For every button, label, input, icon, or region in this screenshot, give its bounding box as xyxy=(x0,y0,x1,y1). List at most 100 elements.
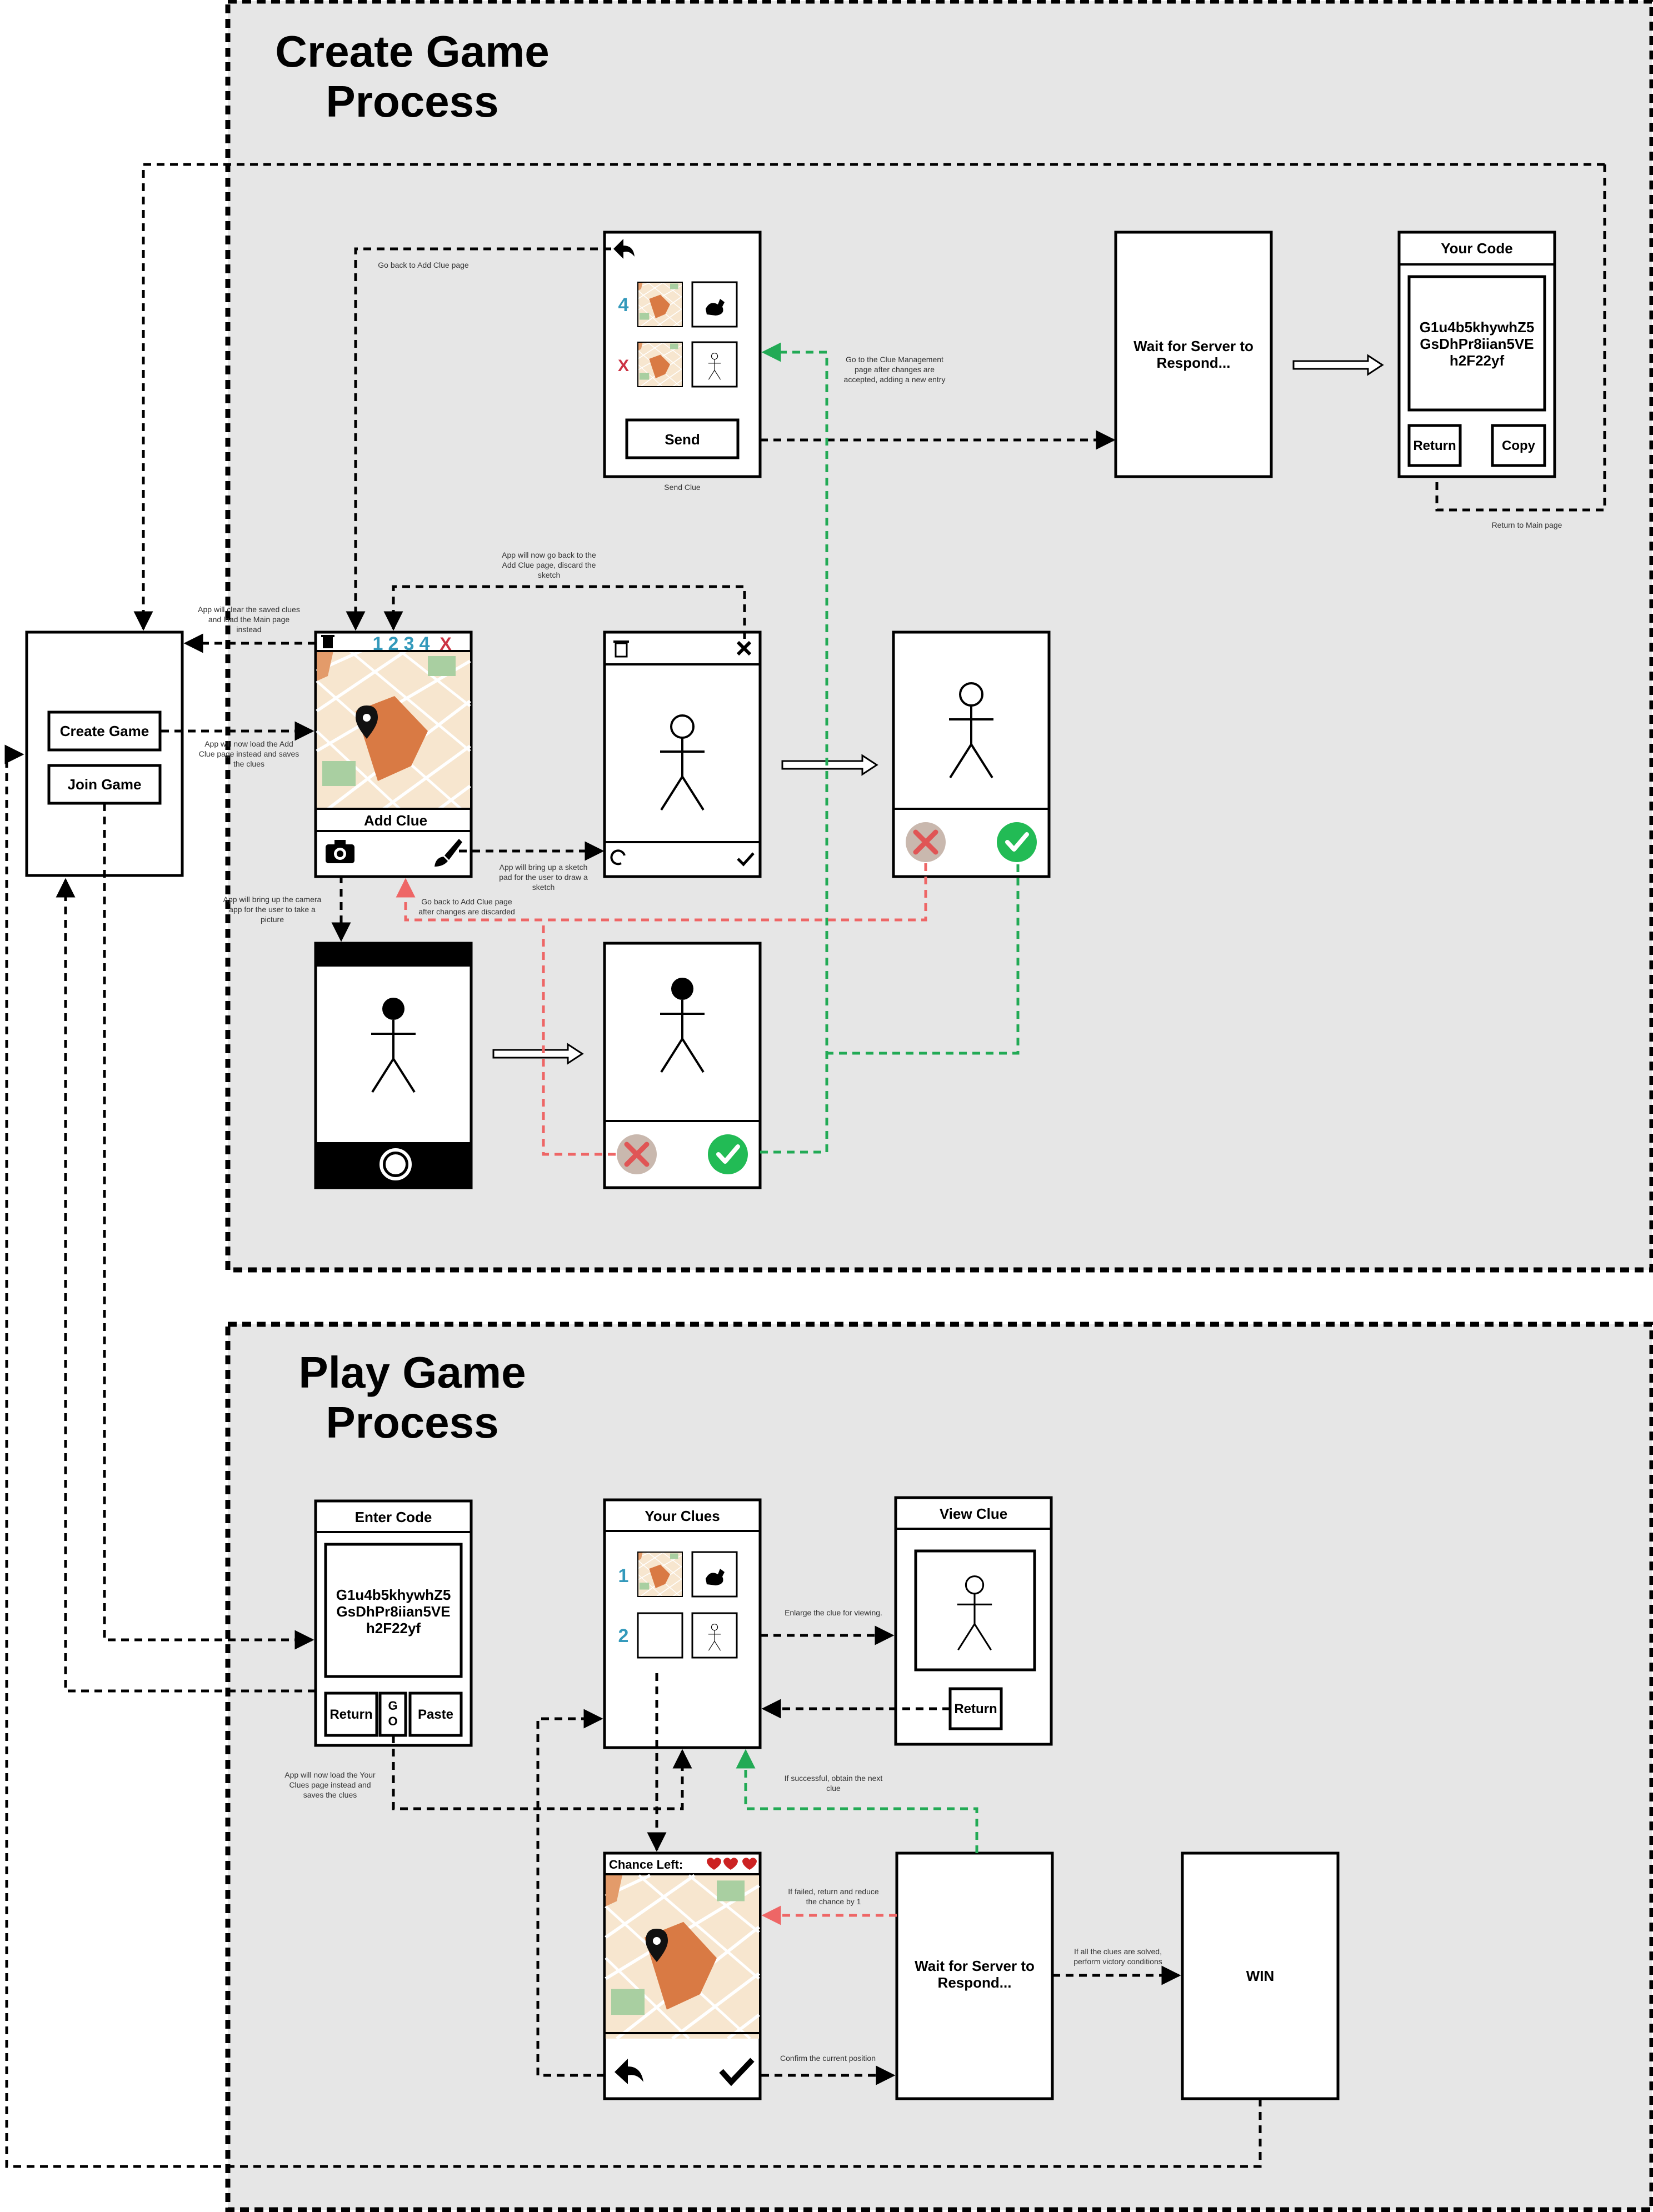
code-display xyxy=(1407,275,1546,412)
map-image[interactable] xyxy=(317,651,470,809)
note-go-back-add-clue: Go back to Add Clue page xyxy=(378,261,469,269)
note-clear-clues: App will clear the saved clues xyxy=(198,605,300,614)
your-code-screen: Your Code G1u4b5khywhZ5 GsDhPr8iian5VE h… xyxy=(1397,231,1556,478)
wait-server-screen-create: Wait for Server to Respond... xyxy=(1114,231,1273,478)
duck-icon xyxy=(706,1569,725,1585)
connector-win-to-main xyxy=(4,744,1262,2168)
connector-enter-return xyxy=(56,878,316,1693)
note-next-clue: clue xyxy=(826,1784,841,1793)
code-line1: G1u4b5khywhZ5 xyxy=(1420,319,1535,336)
note-load-add-clue: the clues xyxy=(233,759,264,768)
note-discarded: after changes are discarded xyxy=(418,907,515,916)
connector-to-main xyxy=(133,163,1605,631)
note-load-your-clues: saves the clues xyxy=(303,1790,357,1799)
connector-reject-sketch xyxy=(396,863,927,922)
note-discard-sketch: Add Clue page, discard the xyxy=(502,560,596,569)
note-sketch-pad: App will bring up a sketch xyxy=(500,863,588,872)
send-clue-caption: Send Clue xyxy=(664,483,701,492)
map-image[interactable] xyxy=(606,1875,759,2039)
wait-text-line1: Wait for Server to xyxy=(1133,338,1254,354)
return-button-label: Return xyxy=(954,1701,997,1716)
reject-icon[interactable] xyxy=(906,822,946,862)
close-icon[interactable] xyxy=(736,640,752,656)
camera-screen xyxy=(314,942,473,1189)
note-discard-sketch: sketch xyxy=(538,570,560,579)
accept-icon[interactable] xyxy=(708,1134,748,1174)
send-button[interactable] xyxy=(625,418,740,459)
go-button-label-o: O xyxy=(388,1714,397,1728)
connector-success xyxy=(736,1749,978,1853)
code-line2: GsDhPr8iian5VE xyxy=(1420,336,1534,352)
heart-icon xyxy=(723,1858,738,1870)
clue-sketch-thumbnail-2[interactable] xyxy=(691,1612,738,1659)
create-title-line2: Process xyxy=(326,77,498,126)
clue-sketch-thumbnail[interactable] xyxy=(691,1551,738,1598)
clue-map-thumbnail-2 xyxy=(637,342,683,387)
note-camera: App will bring up the camera xyxy=(223,895,322,904)
return-button-label: Return xyxy=(1413,438,1456,453)
shutter-button[interactable] xyxy=(379,1148,412,1180)
note-sketch-pad: pad for the user to draw a xyxy=(499,873,588,882)
paste-button[interactable] xyxy=(408,1691,463,1737)
note-load-add-clue: Clue page instead and saves xyxy=(199,749,299,758)
note-clue-mgmt: page after changes are xyxy=(855,365,935,374)
return-button[interactable] xyxy=(1407,424,1462,467)
clue-row1-number: 4 xyxy=(618,294,629,316)
note-enlarge: Enlarge the clue for viewing. xyxy=(785,1608,882,1617)
duck-icon xyxy=(706,299,725,316)
clue-row2-mark: X xyxy=(618,357,629,375)
note-load-your-clues: Clues page instead and xyxy=(289,1780,371,1789)
note-next-clue: If successful, obtain the next xyxy=(785,1774,883,1783)
back-arrow-icon[interactable] xyxy=(613,239,635,259)
note-camera: picture xyxy=(261,915,284,924)
wait-text-line1: Wait for Server to xyxy=(915,1958,1035,1974)
trash-icon[interactable] xyxy=(321,635,334,648)
clue-number-3[interactable]: 3 xyxy=(404,633,415,654)
sketch-pad-screen xyxy=(603,630,762,878)
back-arrow-icon[interactable] xyxy=(615,2059,643,2084)
go-button-label-g: G xyxy=(388,1699,397,1713)
enter-code-line1: G1u4b5khywhZ5 xyxy=(336,1587,451,1603)
clue-number-2[interactable]: 2 xyxy=(388,633,399,654)
clue-map-thumbnail[interactable] xyxy=(637,1552,683,1597)
enter-code-title: Enter Code xyxy=(355,1509,432,1525)
create-game-button[interactable] xyxy=(47,710,162,752)
play-title-line2: Process xyxy=(326,1398,498,1447)
clue-number-1[interactable]: 1 xyxy=(373,633,383,654)
create-title-line1: Create Game xyxy=(275,27,550,76)
remove-clue-icon[interactable]: X xyxy=(440,634,452,654)
clue-row2-number: 2 xyxy=(618,1625,629,1647)
return-button[interactable] xyxy=(324,1691,378,1737)
camera-icon[interactable] xyxy=(326,840,354,863)
reject-icon[interactable] xyxy=(617,1134,657,1174)
join-game-button-label: Join Game xyxy=(68,776,142,793)
accept-icon[interactable] xyxy=(997,822,1037,862)
brush-icon[interactable] xyxy=(435,839,462,867)
copy-button[interactable] xyxy=(1491,424,1546,467)
your-code-title: Your Code xyxy=(1441,240,1513,257)
note-failed: If failed, return and reduce xyxy=(788,1887,879,1896)
note-confirm: Confirm the current position xyxy=(780,2054,876,2063)
play-title-line1: Play Game xyxy=(298,1348,526,1397)
win-text: WIN xyxy=(1246,1968,1275,1984)
note-load-your-clues: App will now load the Your xyxy=(284,1770,376,1779)
connector-return-main xyxy=(1435,164,1606,512)
note-clear-clues: and load the Main page xyxy=(208,615,290,624)
empty-clue-slot[interactable] xyxy=(637,1612,683,1659)
clue-map-thumbnail xyxy=(637,282,683,327)
trash-icon[interactable] xyxy=(613,640,629,658)
sketch-confirm-screen xyxy=(892,630,1051,878)
clue-number-4[interactable]: 4 xyxy=(420,633,430,654)
go-button[interactable] xyxy=(378,1691,407,1737)
undo-icon[interactable] xyxy=(610,849,626,865)
wait-text-line2: Respond... xyxy=(938,1974,1012,1991)
confirm-check-icon[interactable] xyxy=(719,2058,755,2086)
note-return-main: Return to Main page xyxy=(1492,521,1562,529)
note-clear-clues: instead xyxy=(236,625,261,634)
code-input[interactable] xyxy=(324,1543,463,1678)
check-icon[interactable] xyxy=(737,852,755,867)
connector-join-game xyxy=(103,803,314,1650)
note-discard-sketch: App will now go back to the xyxy=(502,551,596,559)
create-game-button-label: Create Game xyxy=(60,723,149,739)
